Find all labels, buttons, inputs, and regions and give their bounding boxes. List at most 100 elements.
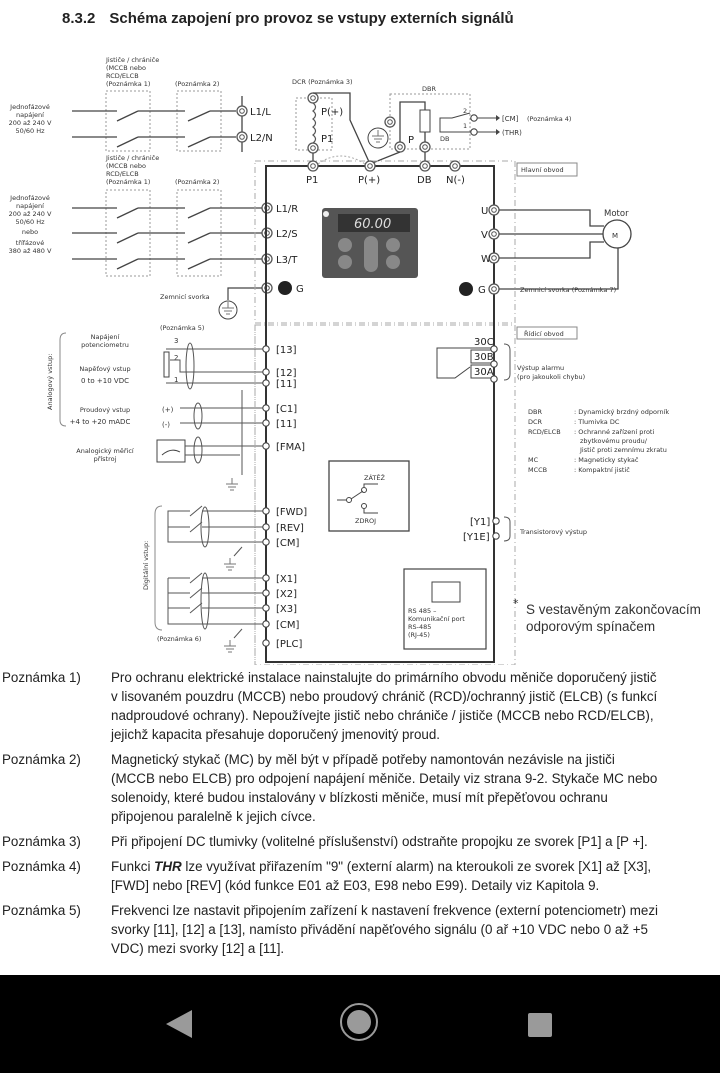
supply-label-line: třífázové (16, 239, 45, 247)
terminal-fwd: [FWD] (276, 507, 307, 518)
terminal-plc: [PLC] (276, 639, 302, 650)
terminator-note-line: odporovým spínačem (526, 619, 655, 634)
android-navigation-bar (0, 975, 720, 1073)
dcr-label: DCR (Poznámka 3) (292, 78, 353, 86)
breaker-label-line: Jističe / chrániče (105, 154, 159, 162)
analog-inputs: (Poznámka 5) Analogový vstup: Napájení p… (46, 324, 305, 665)
terminal-ground-input: G (296, 284, 304, 295)
terminator-note-line: S vestavěným zakončovacím (526, 602, 701, 617)
load-label: ZÁTĚŽ (364, 473, 385, 482)
analog-group-label: Analogový vstup: (46, 354, 54, 410)
supply-label-line: 50/60 Hz (15, 218, 45, 226)
terminal-fma: [FMA] (276, 442, 305, 453)
dcr-dbr-block: DCR (Poznámka 3) P(+) P1 DBR P 2 1 DB [C… (292, 78, 571, 165)
terminal-13: [13] (276, 345, 297, 356)
terminal-30b: 30B (474, 352, 494, 363)
terminal-w: W (481, 254, 491, 265)
pot-pin-1: 1 (174, 376, 178, 384)
sink-source-switch: ZÁTĚŽ ZDROJ (328, 460, 410, 532)
motor-symbol: M (612, 232, 618, 240)
terminal-11b: [11] (276, 419, 297, 430)
control-circuit-label: Řídicí obvod (524, 329, 564, 338)
legend-desc: : Magneticky stykač (574, 456, 639, 464)
dbr-contact-2: 2 (463, 107, 467, 115)
breaker-label-line: RCD/ELCB (106, 170, 139, 178)
breaker-label-line: RCD/ELCB (106, 72, 139, 80)
note-5: Poznámka 5) Frekvenci lze nastavit připo… (0, 901, 720, 958)
supply-label-line: 380 až 480 V (9, 247, 52, 255)
pot-label-line: potenciometru (81, 341, 129, 349)
current-label-line: +4 to +20 mADC (70, 418, 131, 426)
motor-ground-label: Zemnicí svorka (Poznámka 7) (520, 286, 616, 294)
breaker-label-line: (Poznámka 1) (106, 80, 150, 88)
note-4: Poznámka 4) Funkci THR lze využívat přiř… (0, 857, 720, 895)
thr-output-label: (THR) (502, 129, 522, 137)
inverter-body: P1 P(+) DB N(-) Hlavní obvod (265, 160, 578, 663)
note6-label: (Poznámka 6) (157, 635, 201, 643)
recent-apps-icon[interactable] (528, 1013, 552, 1037)
source-label: ZDROJ (355, 517, 376, 525)
note-text: Funkci THR lze využívat přiřazením "9" (… (111, 857, 720, 895)
current-label-line: Proudový vstup (80, 406, 130, 414)
dbr-label: DBR (422, 85, 436, 93)
voltage-label-line: Napěťový vstup (79, 364, 130, 373)
alarm-label-line: (pro jakoukoli chybu) (517, 373, 585, 381)
supply-label-line: 200 až 240 V (9, 119, 52, 127)
supply-label-line: napájení (16, 202, 44, 210)
mc-note-label: (Poznámka 2) (175, 178, 219, 186)
breaker-label-line: (MCCB nebo (106, 162, 146, 170)
legend-abbr: RCD/ELCB (528, 428, 561, 436)
terminal-c1: [C1] (276, 404, 297, 415)
terminal-rev: [REV] (276, 523, 304, 534)
note-label: Poznámka 5) (2, 903, 81, 918)
terminal-l1r: L1/R (276, 204, 298, 215)
supply-label-line: nebo (22, 228, 38, 236)
alarm-relay: 30C 30B 30A Výstup alarmu (pro jakoukoli… (436, 337, 585, 383)
rs485-label-line: Komunikační port (408, 615, 465, 623)
digital-group-label: Digitální vstup: (142, 541, 150, 590)
cm-output-label: [CM] (502, 115, 519, 123)
breaker-label-line: Jističe / chrániče (105, 56, 159, 64)
current-pin-minus: (-) (162, 421, 170, 429)
terminal-ground-output: G (478, 285, 486, 296)
digital-inputs: Digitální vstup: [FWD] [REV] [CM] [X1] [… (142, 505, 307, 653)
terminal-11: [11] (276, 379, 297, 390)
terminal-30c: 30C (474, 337, 494, 348)
dbr-contact-1: 1 (463, 122, 467, 130)
legend-desc: : Ochranné zařízení proti (574, 428, 654, 436)
note-text: Pro ochranu elektrické instalace nainsta… (111, 670, 658, 742)
terminal-y1: [Y1] (470, 517, 490, 528)
supply-label-line: 200 až 240 V (9, 210, 52, 218)
terminal-y1e: [Y1E] (463, 532, 490, 543)
terminal-l3t: L3/T (276, 255, 298, 266)
back-icon[interactable] (166, 1010, 192, 1038)
legend-abbr: MCCB (528, 466, 547, 474)
dbr-terminal-p: P (408, 135, 414, 146)
supply-label-line: napájení (16, 111, 44, 119)
pot-label-line: Napájení (91, 333, 120, 341)
terminal-l2s: L2/S (276, 229, 298, 240)
legend-abbr: DBR (528, 408, 542, 416)
legend-desc: Jistič proti zemnímu zkratu (579, 446, 667, 454)
home-icon[interactable] (340, 1003, 378, 1041)
terminal-12: [12] (276, 368, 297, 379)
alarm-label-line: Výstup alarmu (517, 364, 564, 372)
transistor-label: Transistorový výstup (519, 528, 587, 536)
pot-pin-2: 2 (174, 354, 178, 362)
main-circuit-label: Hlavní obvod (521, 166, 564, 174)
breaker-label-line: (MCCB nebo (106, 64, 146, 72)
keypad: 60.00 (322, 208, 418, 278)
terminal-cm-2: [CM] (276, 620, 300, 631)
terminal-x1: [X1] (276, 574, 297, 585)
legend-desc: : Dynamický brzdný odporník (574, 408, 669, 416)
rs485-label-line: RS-485 (408, 623, 431, 631)
terminal-p1: P1 (306, 175, 318, 186)
current-pin-plus: (+) (162, 406, 174, 414)
motor-label: Motor (604, 209, 629, 219)
note-text: Frekvenci lze nastavit připojením zaříze… (111, 903, 659, 956)
meter-label-line: Analogický měřicí (76, 447, 134, 455)
supply-label-line: Jednofázové (9, 103, 50, 111)
wiring-diagram: Jističe / chrániče (MCCB nebo RCD/ELCB (… (9, 56, 701, 665)
terminal-cm: [CM] (276, 538, 300, 549)
